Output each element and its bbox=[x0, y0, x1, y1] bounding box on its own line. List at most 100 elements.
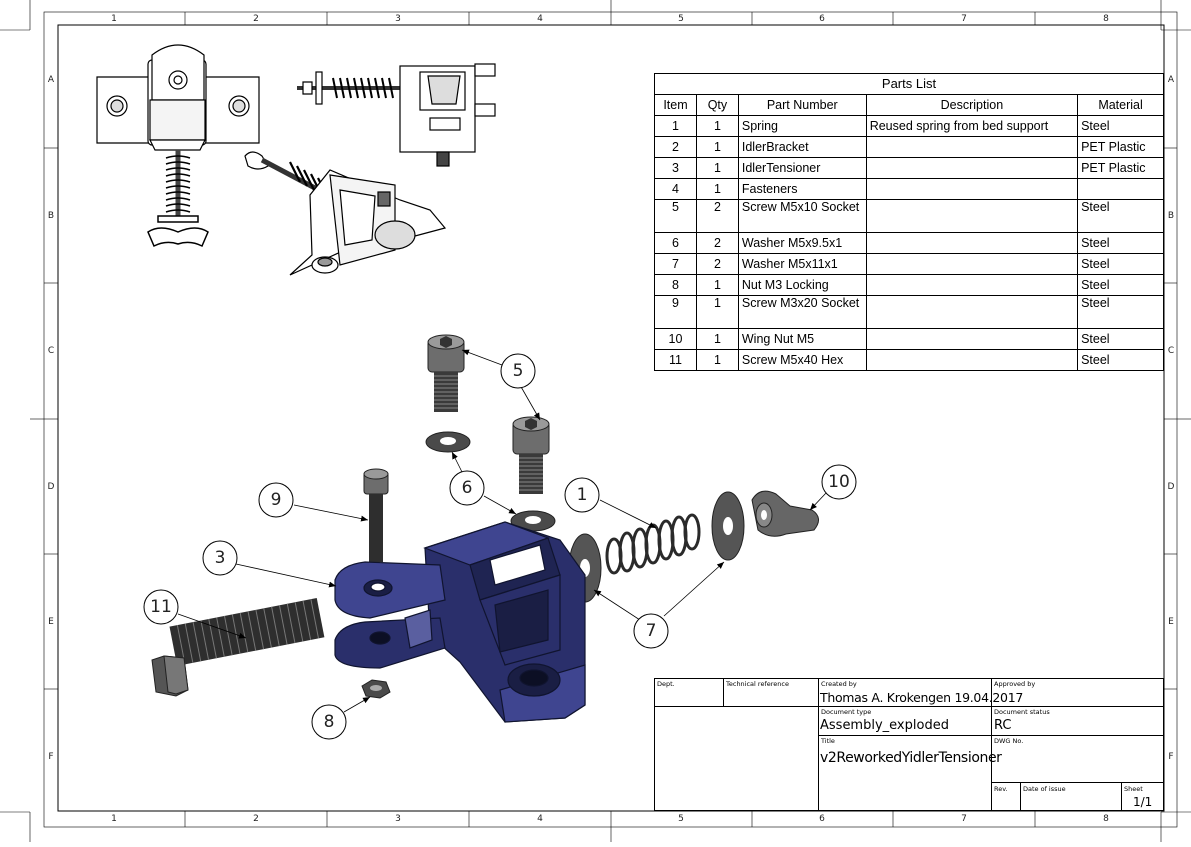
zone-row-d-right: D bbox=[1167, 482, 1175, 492]
leader-lines bbox=[177, 349, 827, 713]
zone-col-6-bottom: 6 bbox=[819, 814, 825, 824]
zone-row-b-right: B bbox=[1167, 211, 1175, 221]
parts-cell-qty: 1 bbox=[695, 295, 739, 329]
preview-front-view bbox=[96, 44, 260, 151]
parts-cell-part: Spring bbox=[737, 115, 867, 137]
zone-row-f-right: F bbox=[1168, 752, 1174, 762]
dept-label: Dept. bbox=[657, 680, 675, 688]
parts-cell-item: 4 bbox=[654, 178, 697, 200]
dwg-no-label: DWG No. bbox=[994, 737, 1024, 745]
washer-m5x9-5x1 bbox=[425, 431, 556, 532]
zone-row-a-right: A bbox=[1167, 75, 1175, 85]
parts-cell-item: 10 bbox=[654, 328, 697, 350]
parts-cell-qty: 2 bbox=[695, 232, 739, 254]
date-of-issue-label: Date of issue bbox=[1023, 785, 1066, 793]
parts-cell-material: Steel bbox=[1077, 253, 1164, 275]
sheet-value: 1/1 bbox=[1133, 795, 1153, 809]
balloon-3: 3 bbox=[214, 548, 226, 568]
screw-m5x40-hex bbox=[151, 598, 325, 697]
parts-cell-material: Steel bbox=[1077, 295, 1164, 329]
zone-col-7: 7 bbox=[961, 14, 967, 24]
parts-cell-part: Screw M5x10 Socket bbox=[737, 199, 867, 233]
spring bbox=[605, 513, 701, 575]
preview-front-spring bbox=[147, 150, 209, 248]
parts-cell-part: Washer M5x9.5x1 bbox=[737, 232, 867, 254]
parts-cell-part: Nut M3 Locking bbox=[737, 274, 867, 296]
parts-cell-desc bbox=[865, 157, 1079, 179]
doc-status-value: RC bbox=[994, 718, 1012, 733]
parts-cell-desc bbox=[865, 274, 1079, 296]
parts-cell-desc bbox=[865, 253, 1079, 275]
zone-col-3: 3 bbox=[395, 14, 401, 24]
zone-row-a: A bbox=[47, 75, 55, 85]
zone-row-b: B bbox=[47, 211, 55, 221]
zone-col-5: 5 bbox=[678, 14, 684, 24]
zone-col-4: 4 bbox=[537, 14, 543, 24]
screw-m3x20 bbox=[363, 468, 389, 562]
preview-iso-view bbox=[244, 151, 447, 276]
parts-cell-material: Steel bbox=[1077, 274, 1164, 296]
zone-row-c: C bbox=[47, 346, 55, 356]
parts-cell-item: 1 bbox=[654, 115, 697, 137]
zone-col-5-bottom: 5 bbox=[678, 814, 684, 824]
zone-col-4-bottom: 4 bbox=[537, 814, 543, 824]
doc-type-value: Assembly_exploded bbox=[820, 718, 949, 733]
parts-cell-item: 9 bbox=[654, 295, 697, 329]
zone-col-1: 1 bbox=[111, 14, 117, 24]
parts-list-table: Parts List Item Qty Part Number Descript… bbox=[654, 73, 1164, 371]
title-label: Title bbox=[821, 737, 835, 745]
parts-cell-desc bbox=[865, 178, 1079, 200]
parts-cell-part: Screw M5x40 Hex bbox=[737, 349, 867, 371]
parts-cell-material: PET Plastic bbox=[1077, 157, 1164, 179]
parts-cell-item: 2 bbox=[654, 136, 697, 158]
zone-row-d: D bbox=[47, 482, 55, 492]
zone-col-2-bottom: 2 bbox=[253, 814, 259, 824]
parts-cell-desc bbox=[865, 232, 1079, 254]
parts-cell-material: PET Plastic bbox=[1077, 136, 1164, 158]
parts-cell-desc bbox=[865, 199, 1079, 233]
parts-cell-item: 7 bbox=[654, 253, 697, 275]
zone-col-8: 8 bbox=[1103, 14, 1109, 24]
parts-list-header-row: Item Qty Part Number Description Materia… bbox=[654, 94, 1164, 116]
parts-cell-item: 5 bbox=[654, 199, 697, 233]
zone-col-3-bottom: 3 bbox=[395, 814, 401, 824]
parts-cell-desc bbox=[865, 349, 1079, 371]
parts-cell-desc bbox=[865, 295, 1079, 329]
parts-cell-material: Steel bbox=[1077, 328, 1164, 350]
screw-m5x10-upper bbox=[427, 334, 465, 412]
parts-cell-item: 8 bbox=[654, 274, 697, 296]
balloon-6: 6 bbox=[461, 478, 473, 498]
header-description: Description bbox=[865, 94, 1079, 116]
parts-list-title: Parts List bbox=[654, 73, 1164, 94]
title-value: v2ReworkedYidlerTensioner bbox=[820, 750, 1002, 766]
parts-cell-desc bbox=[865, 328, 1079, 350]
balloon-1: 1 bbox=[576, 485, 588, 505]
created-by-value: Thomas A. Krokengen 19.04.2017 bbox=[820, 690, 1024, 705]
zone-ticks bbox=[30, 0, 1191, 842]
parts-cell-material: Steel bbox=[1077, 199, 1164, 233]
parts-cell-desc bbox=[865, 136, 1079, 158]
created-by-label: Created by bbox=[821, 680, 857, 688]
parts-cell-part: Washer M5x11x1 bbox=[737, 253, 867, 275]
parts-cell-material: Steel bbox=[1077, 349, 1164, 371]
doc-type-label: Document type bbox=[821, 708, 872, 716]
parts-cell-part: IdlerBracket bbox=[737, 136, 867, 158]
zone-col-2: 2 bbox=[253, 14, 259, 24]
parts-cell-part: Screw M3x20 Socket bbox=[737, 295, 867, 329]
parts-cell-item: 6 bbox=[654, 232, 697, 254]
title-block: Dept. Technical reference Created by Tho… bbox=[654, 678, 1164, 811]
zone-row-f: F bbox=[48, 752, 54, 762]
parts-cell-qty: 1 bbox=[695, 349, 739, 371]
balloon-10: 10 bbox=[828, 472, 850, 492]
balloon-7: 7 bbox=[645, 621, 657, 641]
parts-cell-qty: 1 bbox=[695, 178, 739, 200]
screw-m5x10-lower bbox=[512, 416, 550, 494]
